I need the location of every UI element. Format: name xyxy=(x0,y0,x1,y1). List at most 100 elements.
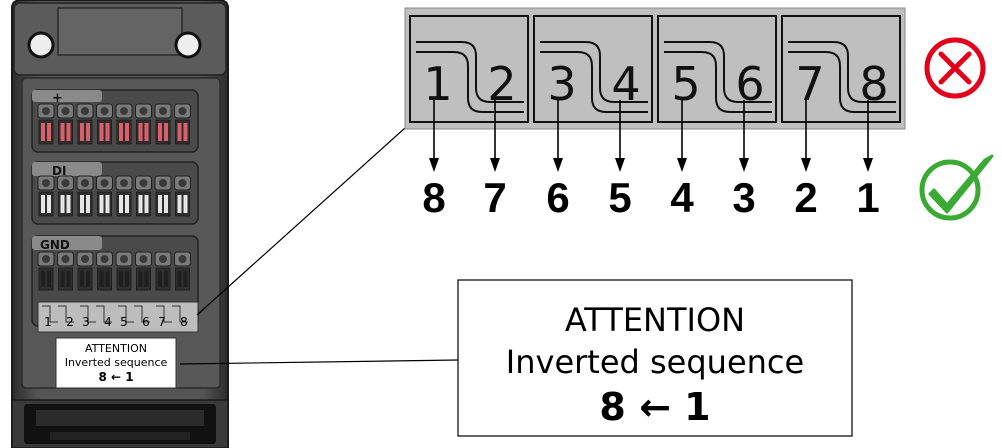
group-label-plus: + xyxy=(52,91,63,106)
sequence-arrow: 3 xyxy=(732,100,756,221)
actual-number: 7 xyxy=(483,174,506,221)
terminal-pin xyxy=(115,103,133,145)
small-number-cell: 8 xyxy=(172,305,188,329)
terminal-pin xyxy=(135,103,152,145)
actual-number: 3 xyxy=(732,174,755,221)
small-number-label: 3 xyxy=(82,315,90,329)
zoom-leader-line-top xyxy=(196,127,406,316)
terminal-pin xyxy=(115,175,133,217)
small-number-cell: 7 xyxy=(156,305,172,329)
gnd-pins xyxy=(37,251,191,291)
plus-terminal-block: + xyxy=(31,89,199,153)
small-number-label: 4 xyxy=(104,315,112,329)
di-pins xyxy=(37,175,191,217)
terminal-pin xyxy=(57,103,74,145)
small-note-line2: Inverted sequence xyxy=(65,356,168,369)
terminal-pin xyxy=(115,251,133,291)
printed-number: 6 xyxy=(735,57,764,111)
zoom-leader-line-bottom xyxy=(179,359,459,365)
small-number-label: 7 xyxy=(158,315,166,329)
printed-number: 3 xyxy=(547,57,576,111)
small-note-line1: ATTENTION xyxy=(85,342,147,355)
group-label-gnd: GND xyxy=(40,238,70,252)
terminal-pin xyxy=(174,103,191,145)
small-number-cell: 3 xyxy=(80,305,96,329)
small-number-cell: 2 xyxy=(58,305,74,329)
actual-number: 2 xyxy=(794,174,817,221)
terminal-pin xyxy=(37,251,55,291)
terminal-pin xyxy=(57,251,74,291)
printed-number: 1 xyxy=(423,57,452,111)
printed-number: 7 xyxy=(795,57,824,111)
terminal-pin xyxy=(76,251,94,291)
printed-number: 5 xyxy=(671,57,700,111)
actual-number: 5 xyxy=(608,174,631,221)
printed-number: 4 xyxy=(611,57,640,111)
actual-number: 1 xyxy=(856,174,879,221)
small-number-label: 5 xyxy=(120,315,128,329)
small-note-line3: 8 ← 1 xyxy=(98,370,133,384)
mounting-hole-right xyxy=(174,31,202,59)
terminal-pin xyxy=(96,175,113,217)
group-label-di: DI xyxy=(52,164,66,178)
terminal-pin xyxy=(154,175,172,217)
mounting-hole-left xyxy=(27,31,55,59)
green-check-icon xyxy=(919,154,994,221)
printed-number: 2 xyxy=(487,57,516,111)
bottom-connector xyxy=(11,399,229,448)
attention-callout: ATTENTION Inverted sequence 8 ← 1 xyxy=(457,279,853,437)
plus-pins xyxy=(37,103,191,145)
sequence-arrow: 2 xyxy=(794,100,818,221)
sequence-arrow: 4 xyxy=(670,100,694,221)
terminal-pin xyxy=(135,251,152,291)
callout-line1: ATTENTION xyxy=(565,301,745,339)
actual-number: 6 xyxy=(546,174,569,221)
sequence-arrow: 6 xyxy=(546,100,570,221)
terminal-pin xyxy=(96,251,113,291)
terminal-pin xyxy=(174,175,191,217)
small-attention-label: ATTENTION Inverted sequence 8 ← 1 xyxy=(55,337,177,389)
small-number-label: 2 xyxy=(66,315,74,329)
terminal-pin xyxy=(174,251,191,291)
sequence-arrow: 8 xyxy=(422,100,446,221)
small-number-label: 1 xyxy=(44,315,52,329)
small-number-label: 8 xyxy=(180,315,188,329)
small-number-cell: 1 xyxy=(42,305,58,329)
red-cross-icon xyxy=(924,37,986,99)
printed-number: 8 xyxy=(859,57,888,111)
sequence-arrow: 7 xyxy=(483,100,507,221)
callout-line2: Inverted sequence xyxy=(506,343,804,381)
small-number-strip xyxy=(37,301,199,333)
terminal-pin xyxy=(154,103,172,145)
small-number-cell: 5 xyxy=(118,305,134,329)
actual-number: 4 xyxy=(670,174,694,221)
terminal-pin xyxy=(96,103,113,145)
terminal-pin xyxy=(76,103,94,145)
small-number-cell: 4 xyxy=(96,305,112,329)
terminal-pin xyxy=(154,251,172,291)
sequence-arrow: 5 xyxy=(608,100,632,221)
small-number-label: 6 xyxy=(142,315,150,329)
small-number-cell: 6 xyxy=(134,305,150,329)
callout-line3: 8 ← 1 xyxy=(599,385,710,429)
di-terminal-block: DI xyxy=(31,161,199,225)
terminal-pin xyxy=(76,175,94,217)
terminal-pin xyxy=(57,175,74,217)
actual-number: 8 xyxy=(422,174,445,221)
terminal-pin xyxy=(37,175,55,217)
top-recess xyxy=(57,7,183,56)
sequence-arrow: 1 xyxy=(856,100,880,221)
terminal-pin xyxy=(37,103,55,145)
terminal-pin xyxy=(135,175,152,217)
